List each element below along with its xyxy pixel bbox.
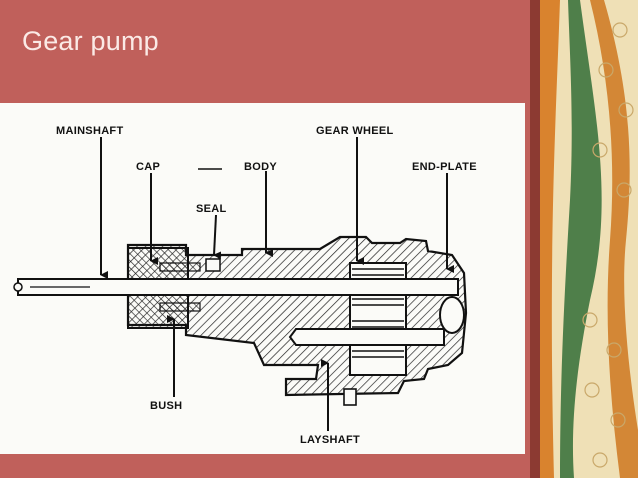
gear-pump-diagram: MAINSHAFT CAP BODY SEAL GEAR WHEEL END-P… [13,125,477,446]
lay-shaft [288,328,445,346]
slide-title: Gear pump [22,26,159,56]
label-end-plate: END-PLATE [412,161,477,173]
label-layshaft: LAYSHAFT [300,434,360,446]
label-seal: SEAL [196,203,227,215]
diagram-panel: MAINSHAFT CAP BODY SEAL GEAR WHEEL END-P… [0,103,525,454]
main-shaft [13,278,459,296]
decorative-border [530,0,638,478]
leader-lines [100,137,454,431]
label-gear-wheel: GEAR WHEEL [316,125,394,137]
label-cap: CAP [136,161,160,173]
pump-body [126,235,468,406]
label-bush: BUSH [150,400,182,412]
label-body: BODY [244,161,277,173]
label-mainshaft: MAINSHAFT [56,125,123,137]
